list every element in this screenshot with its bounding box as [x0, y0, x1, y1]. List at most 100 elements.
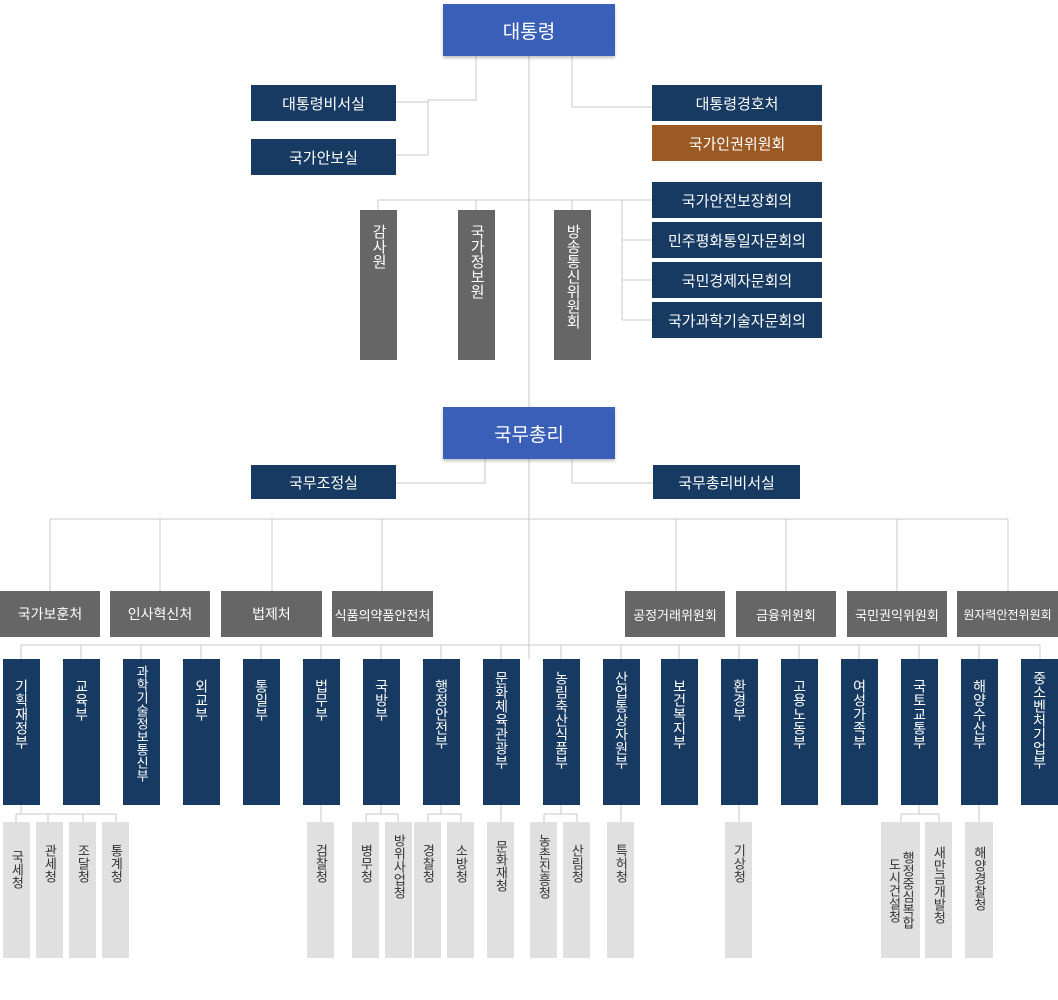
sub-agency-box: 국세청	[3, 822, 30, 958]
ministry-box: 산업통상자원부	[603, 659, 640, 805]
ministry-label: 과학기술정보통신부	[134, 665, 150, 782]
pm-agency-label: 국가보훈처	[17, 606, 83, 622]
ministry-label: 통일부	[253, 679, 270, 721]
ministry-box: 중소벤처기업부	[1021, 659, 1058, 805]
ministry-label: 농림축산식품부	[553, 671, 570, 769]
ministry-box: 국방부	[363, 659, 400, 805]
sub-agency-box: 통계청	[102, 822, 129, 958]
ministry-box: 환경부	[721, 659, 758, 805]
ministry-label: 국방부	[373, 679, 390, 721]
president-label: 대통령	[502, 21, 556, 43]
pm-committee-box: 금융위원회	[736, 591, 836, 637]
ministry-label: 기획재정부	[13, 679, 30, 749]
pm-agency-box: 인사혁신처	[110, 591, 210, 637]
office-for-government-policy-coordination-box: 국무조정실	[251, 465, 396, 499]
ministry-box: 교육부	[63, 659, 100, 805]
council-box: 국민경제자문회의	[652, 262, 822, 298]
sub-agency-label: 경찰청	[420, 844, 436, 883]
council-label: 민주평화통일자문회의	[667, 232, 806, 250]
communications-commission-box: 방송통신위원회	[554, 210, 591, 360]
ministry-label: 법무부	[313, 679, 330, 721]
council-label: 국가과학기술자문회의	[667, 312, 806, 330]
ministry-box: 과학기술정보통신부	[123, 659, 160, 805]
sub-agency-label: 조달청	[75, 844, 91, 883]
board-of-audit-box: 감사원	[360, 210, 397, 360]
sub-agency-box: 조달청	[69, 822, 96, 958]
ministry-box: 기획재정부	[3, 659, 40, 805]
pm-committee-label: 금융위원회	[756, 607, 816, 623]
sub-agency-label: 기상청	[731, 844, 747, 883]
pm-agency-box: 식품의약품안전처	[332, 591, 433, 637]
pm-committee-label: 원자력안전위원회	[963, 607, 1052, 622]
sub-agency-label: 병무청	[358, 844, 374, 883]
prime-minister-box: 국무총리	[443, 407, 615, 459]
ministry-box: 여성가족부	[841, 659, 878, 805]
sub-agency-label: 소방청	[453, 844, 469, 883]
pm-secretariat-box: 국무총리비서실	[653, 465, 800, 499]
ministry-box: 행정안전부	[423, 659, 460, 805]
ministry-label: 국토교통부	[911, 679, 928, 749]
independent-label: 감사원	[370, 224, 388, 269]
office-label: 국가안보실	[288, 149, 358, 167]
sub-agency-box: 농촌진흥청	[530, 822, 557, 958]
office-label: 대통령비서실	[282, 95, 365, 113]
ministry-label: 환경부	[731, 679, 748, 721]
pm-committee-label: 공정거래위원회	[633, 607, 717, 623]
sub-agency-label: 행정중심복합도시건설청	[886, 851, 916, 929]
ministry-label: 해양수산부	[971, 679, 988, 749]
sub-agency-box: 소방청	[447, 822, 474, 958]
ministry-box: 법무부	[303, 659, 340, 805]
council-box: 국가과학기술자문회의	[652, 302, 822, 338]
sub-agency-box: 새만금개발청	[925, 822, 952, 958]
presidential-security-service-box: 대통령경호처	[652, 85, 822, 121]
ministry-box: 농림축산식품부	[543, 659, 580, 805]
sub-agency-box: 특허청	[607, 822, 634, 958]
independent-label: 국가정보원	[468, 224, 486, 299]
sub-agency-box: 문화재청	[487, 822, 514, 958]
sub-agency-box: 경찰청	[414, 822, 441, 958]
prime-minister-label: 국무총리	[494, 424, 564, 446]
ministry-label: 중소벤처기업부	[1031, 671, 1048, 769]
sub-agency-label: 방위사업청	[391, 834, 407, 899]
ministry-box: 문화체육관광부	[483, 659, 520, 805]
ministry-box: 통일부	[243, 659, 280, 805]
office-label: 대통령경호처	[695, 95, 779, 113]
national-intelligence-service-box: 국가정보원	[458, 210, 495, 360]
ministry-label: 교육부	[73, 679, 90, 721]
pm-agency-label: 인사혁신처	[127, 606, 193, 622]
sub-agency-label: 통계청	[108, 844, 124, 883]
president-box: 대통령	[443, 4, 615, 56]
sub-agency-box: 산림청	[563, 822, 590, 958]
sub-agency-label: 새만금개발청	[931, 846, 947, 924]
ministry-label: 산업통상자원부	[613, 671, 630, 769]
council-label: 국민경제자문회의	[681, 272, 793, 290]
human-rights-commission-box: 국가인권위원회	[652, 125, 822, 161]
pm-committee-box: 국민권익위원회	[847, 591, 947, 637]
ministry-label: 여성가족부	[851, 679, 868, 749]
national-security-office-box: 국가안보실	[251, 139, 396, 175]
ministry-box: 외교부	[183, 659, 220, 805]
sub-agency-box: 병무청	[352, 822, 379, 958]
council-label: 국가안전보장회의	[681, 192, 793, 210]
ministry-box: 해양수산부	[961, 659, 998, 805]
ministry-box: 보건복지부	[661, 659, 698, 805]
sub-agency-label: 관세청	[42, 844, 58, 883]
sub-agency-box: 해양경찰청	[965, 822, 993, 958]
pm-agency-box: 법제처	[221, 591, 322, 637]
ministry-label: 보건복지부	[671, 679, 688, 749]
ministry-label: 고용노동부	[791, 679, 808, 749]
pm-office-label: 국무총리비서실	[678, 474, 775, 492]
pm-agency-label: 법제처	[252, 606, 291, 622]
pm-office-label: 국무조정실	[288, 474, 358, 492]
council-box: 국가안전보장회의	[652, 182, 822, 218]
sub-agency-box: 관세청	[36, 822, 63, 958]
commission-label: 국가인권위원회	[688, 135, 786, 153]
sub-agency-box: 행정중심복합도시건설청	[881, 822, 920, 958]
independent-label: 방송통신위원회	[564, 224, 582, 329]
ministry-label: 행정안전부	[433, 679, 450, 749]
ministry-box: 고용노동부	[781, 659, 818, 805]
sub-agency-box: 기상청	[725, 822, 752, 958]
sub-agency-box: 방위사업청	[385, 822, 412, 958]
pm-committee-box: 원자력안전위원회	[957, 591, 1058, 637]
